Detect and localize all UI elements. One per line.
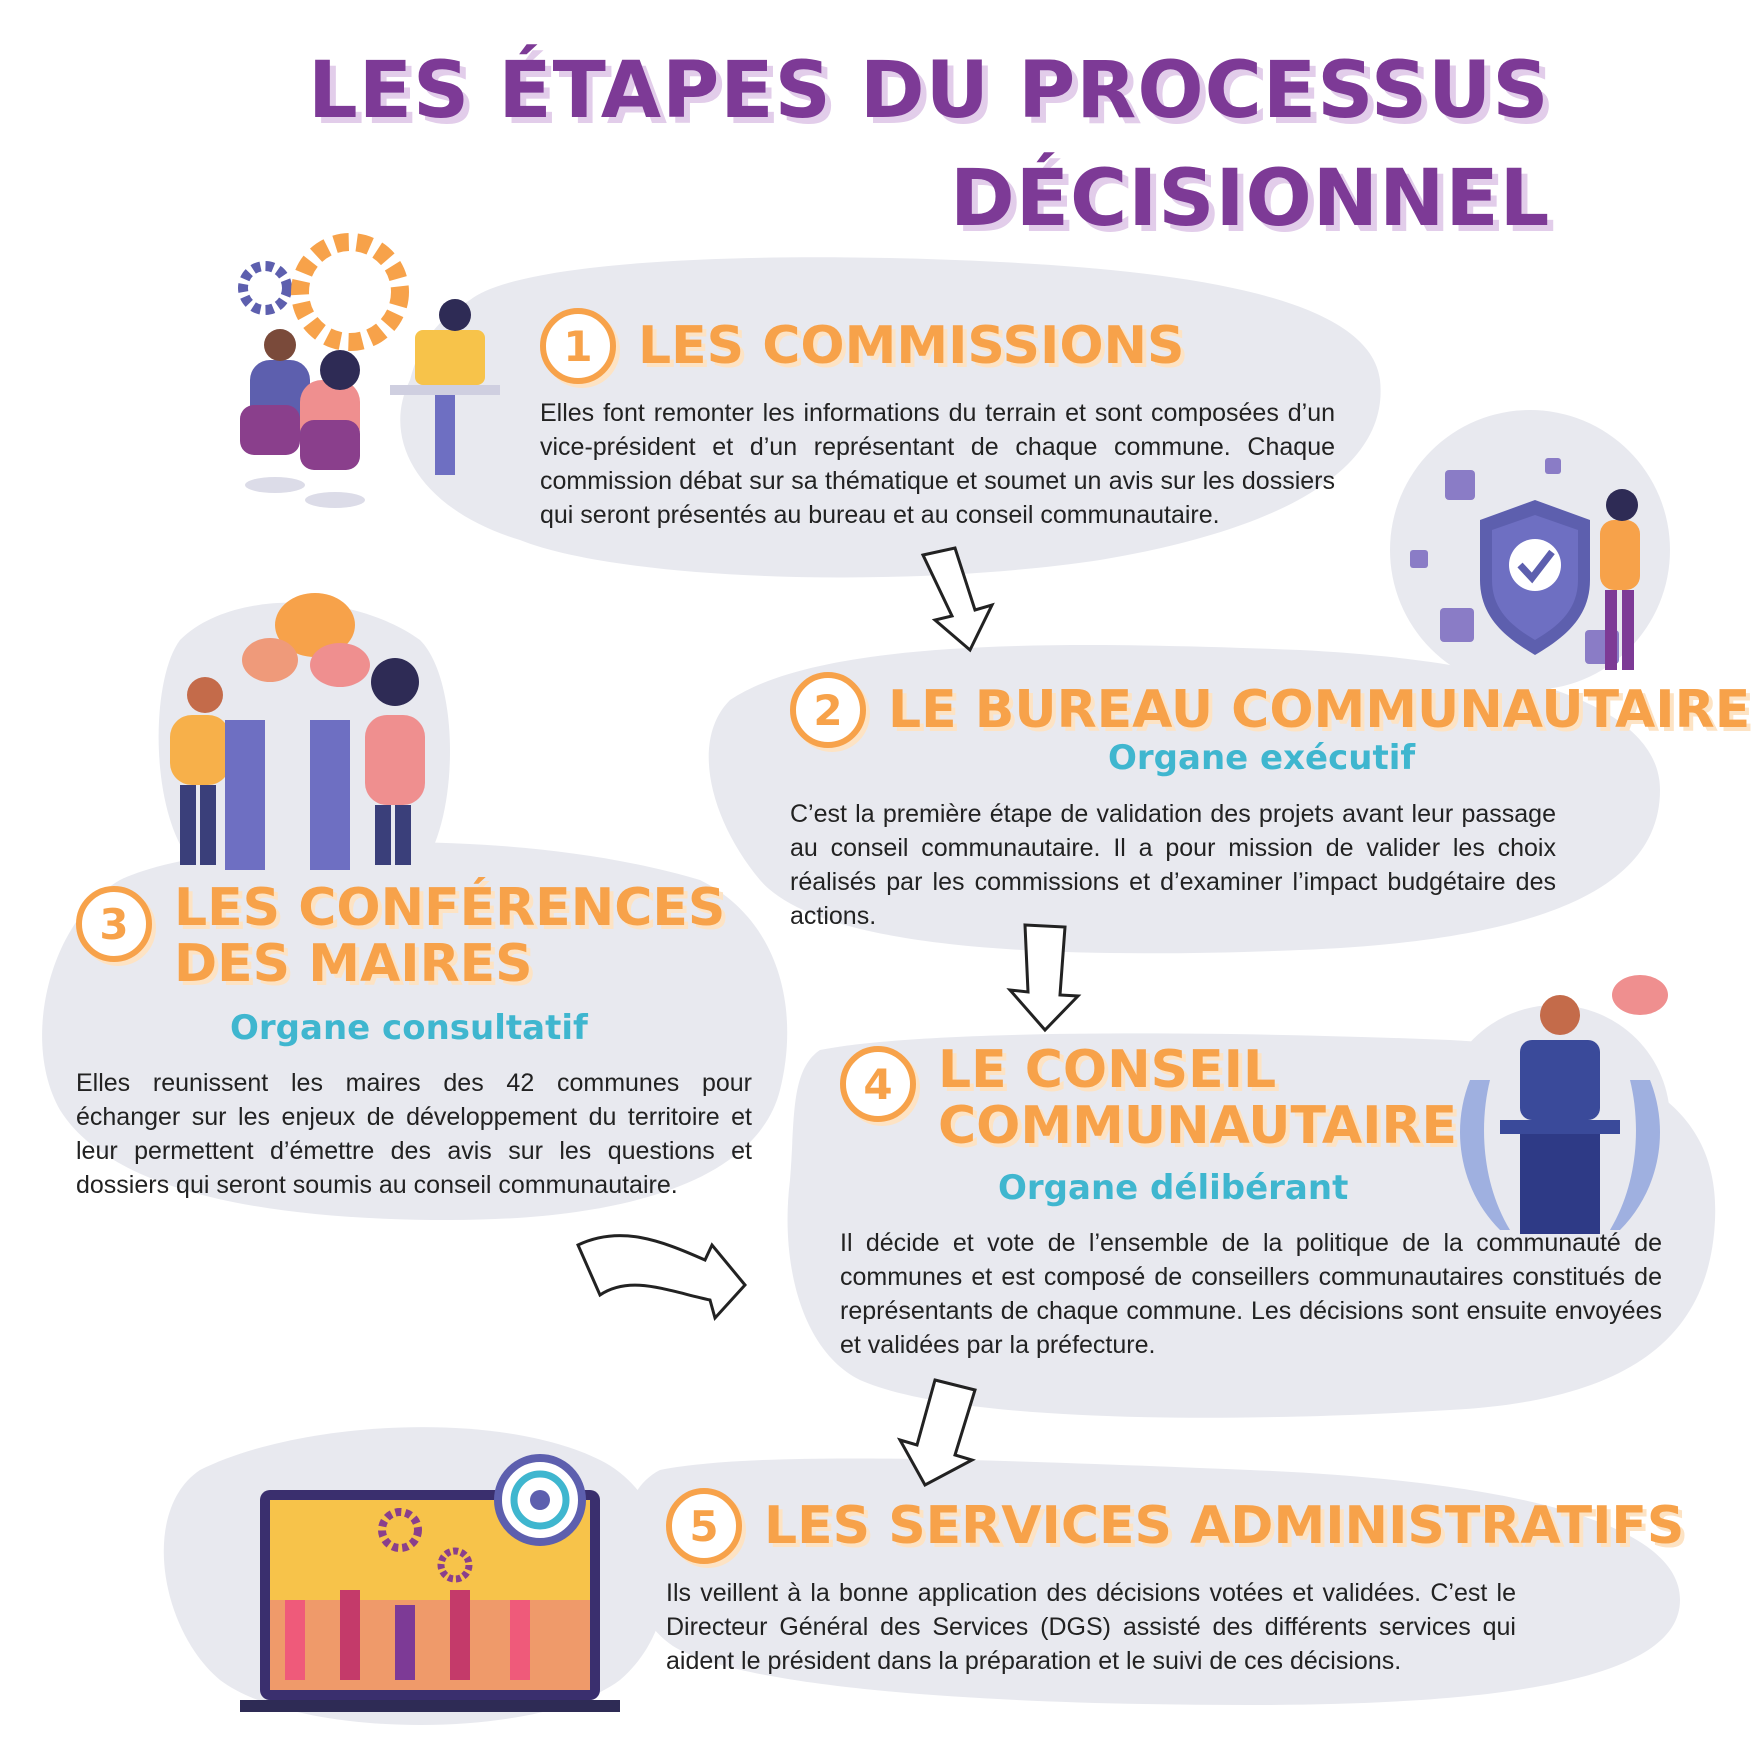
step-3-header: 3 LES CONFÉRENCES DES MAIRES <box>76 880 725 992</box>
step-1-body: Elles font remonter les informations du … <box>540 399 1335 529</box>
step-4-body: Il décide et vote de l’ensemble de la po… <box>840 1229 1662 1359</box>
step-2-title: LE BUREAU COMMUNAUTAIRE <box>888 679 1751 740</box>
step-5-title: LES SERVICES ADMINISTRATIFS <box>764 1495 1685 1556</box>
step-4-title-line-1: LE CONSEIL <box>938 1040 1277 1100</box>
arrow-3-to-4 <box>576 1234 747 1322</box>
team-target-illustration <box>240 1454 620 1712</box>
step-4-subtitle: Organe délibérant <box>998 1168 1349 1208</box>
step-3-number: 3 <box>76 886 152 962</box>
arrow-1-to-2 <box>920 546 995 653</box>
step-4-number: 4 <box>840 1046 916 1122</box>
shield-check-illustration <box>1410 458 1640 670</box>
step-3-title-line-2: DES MAIRES <box>174 934 533 995</box>
step-3-body: Elles reunissent les maires des 42 commu… <box>76 1069 752 1199</box>
blob-step-5 <box>623 1458 1680 1705</box>
step-2-body: C’est la première étape de validation de… <box>790 800 1556 930</box>
arrow-4-to-5 <box>896 1378 977 1488</box>
step-2-number: 2 <box>790 672 866 748</box>
blob-step-2 <box>708 645 1660 954</box>
debate-illustration <box>170 593 425 870</box>
step-3-subtitle: Organe consultatif <box>230 1008 588 1048</box>
blob-step-3 <box>42 842 788 1220</box>
step-1-title: LES COMMISSIONS <box>638 315 1185 376</box>
page-title-line-2: DÉCISIONNEL <box>950 154 1551 244</box>
blob-step-1 <box>400 257 1381 578</box>
step-4-title-line-2: COMMUNAUTAIRE <box>938 1096 1458 1157</box>
step-5-number: 5 <box>666 1488 742 1564</box>
step-4-header: 4 LE CONSEIL COMMUNAUTAIRE <box>840 1042 1457 1154</box>
arrow-2-to-4 <box>1006 923 1082 1033</box>
step-5-header: 5 LES SERVICES ADMINISTRATIFS <box>666 1488 1684 1564</box>
meeting-gears-illustration <box>238 233 500 508</box>
step-3-title-line-1: LES CONFÉRENCES <box>174 878 726 938</box>
step-1-number: 1 <box>540 308 616 384</box>
speaker-podium-illustration <box>1460 975 1668 1234</box>
step-2-subtitle: Organe exécutif <box>1108 738 1416 778</box>
step-5-body: Ils veillent à la bonne application des … <box>666 1579 1516 1675</box>
page-title-line-1: LES ÉTAPES DU PROCESSUS <box>308 46 1550 136</box>
step-2-header: 2 LE BUREAU COMMUNAUTAIRE <box>790 672 1750 748</box>
step-1-header: 1 LES COMMISSIONS <box>540 308 1185 384</box>
